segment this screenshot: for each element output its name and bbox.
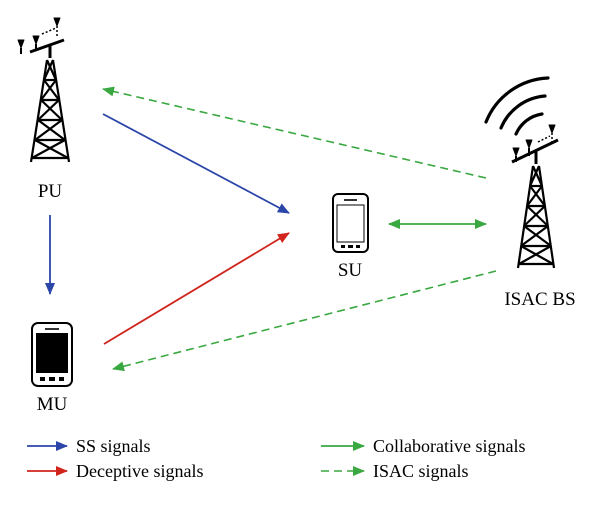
legend: SS signals Deceptive signals Collaborati… [27, 436, 525, 481]
deceptive-signal-mu-to-su [103, 232, 290, 345]
pu-label: PU [38, 181, 63, 202]
su-label: SU [338, 260, 363, 281]
isac-bs-tower-icon [511, 124, 559, 269]
mu-label: MU [37, 394, 68, 415]
isac-signal-bs-to-mu [112, 270, 497, 372]
su-phone-icon [332, 193, 369, 253]
legend-collaborative-label: Collaborative signals [373, 436, 525, 456]
ss-signal-pu-to-su [102, 113, 290, 214]
legend-deceptive-label: Deceptive signals [76, 461, 203, 481]
legend-isac-label: ISAC signals [373, 461, 469, 481]
isac-signal-bs-to-pu [102, 86, 487, 179]
mu-phone-icon [31, 322, 73, 387]
legend-ss-label: SS signals [76, 436, 151, 456]
pu-tower-icon [17, 17, 71, 163]
signal-waves-icon [484, 76, 550, 136]
isac-bs-label: ISAC BS [504, 289, 575, 310]
